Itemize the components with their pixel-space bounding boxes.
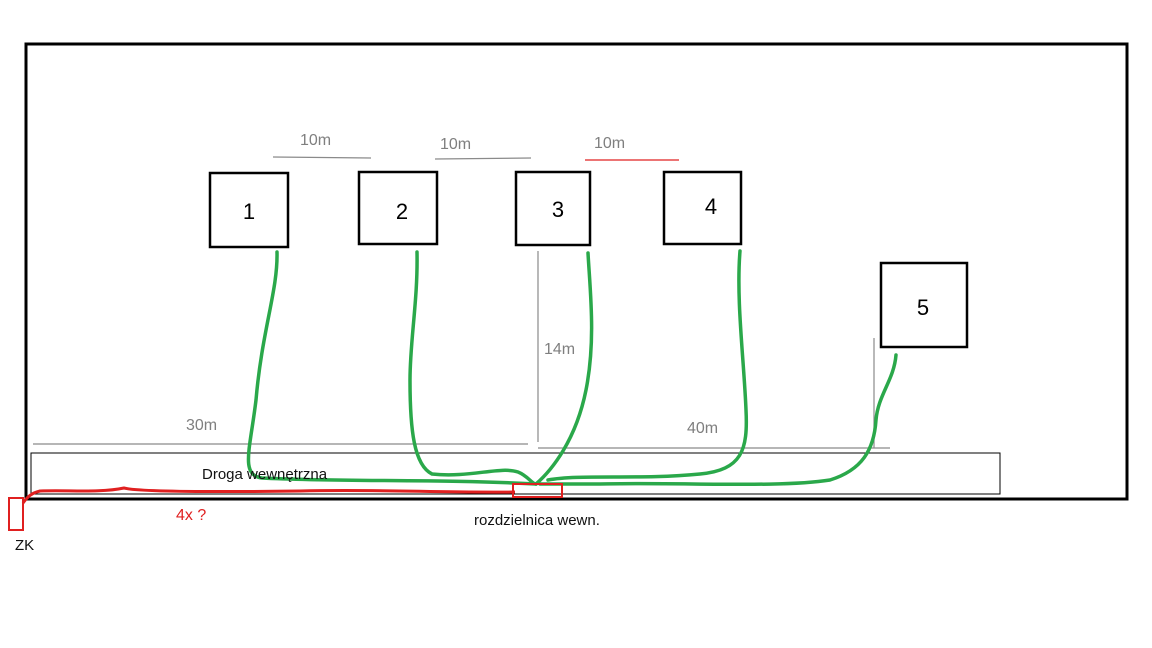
- cable-building-3: [534, 251, 594, 486]
- zk-label: ZK: [15, 537, 34, 554]
- dimension-label-right-span: 40m: [687, 420, 718, 437]
- dimension-label-2-3: 10m: [440, 136, 471, 153]
- distribution-box: [512, 483, 563, 498]
- road-label: Droga wewnętrzna: [202, 466, 328, 483]
- cable-building-5: [538, 353, 898, 487]
- building-4-label: 4: [705, 194, 717, 219]
- internal-road: [30, 452, 1001, 495]
- building-4: [662, 170, 743, 246]
- building-2-label: 2: [396, 199, 408, 224]
- dimension-label-3-road: 14m: [544, 341, 575, 358]
- cable-building-1: [246, 250, 538, 486]
- dimension-label-3-4: 10m: [594, 135, 625, 152]
- building-3: [514, 170, 592, 247]
- building-5-label: 5: [917, 295, 929, 320]
- building-1: [208, 171, 290, 249]
- supply-label: 4x ?: [176, 507, 206, 524]
- dimension-label-1-2: 10m: [300, 132, 331, 149]
- cable-building-4: [546, 249, 749, 482]
- building-2: [357, 170, 439, 246]
- dimension-label-left-span: 30m: [186, 417, 217, 434]
- building-3-label: 3: [552, 197, 564, 222]
- dimension-line-2-3: [434, 157, 532, 160]
- supply-cable: [21, 486, 516, 504]
- plot-boundary: [24, 42, 1129, 501]
- building-1-label: 1: [243, 199, 255, 224]
- building-5: [879, 261, 969, 349]
- zk-box: [8, 497, 24, 531]
- cable-building-2: [408, 250, 538, 486]
- dimension-line-1-2: [272, 156, 372, 159]
- distribution-label: rozdzielnica wewn.: [474, 512, 600, 529]
